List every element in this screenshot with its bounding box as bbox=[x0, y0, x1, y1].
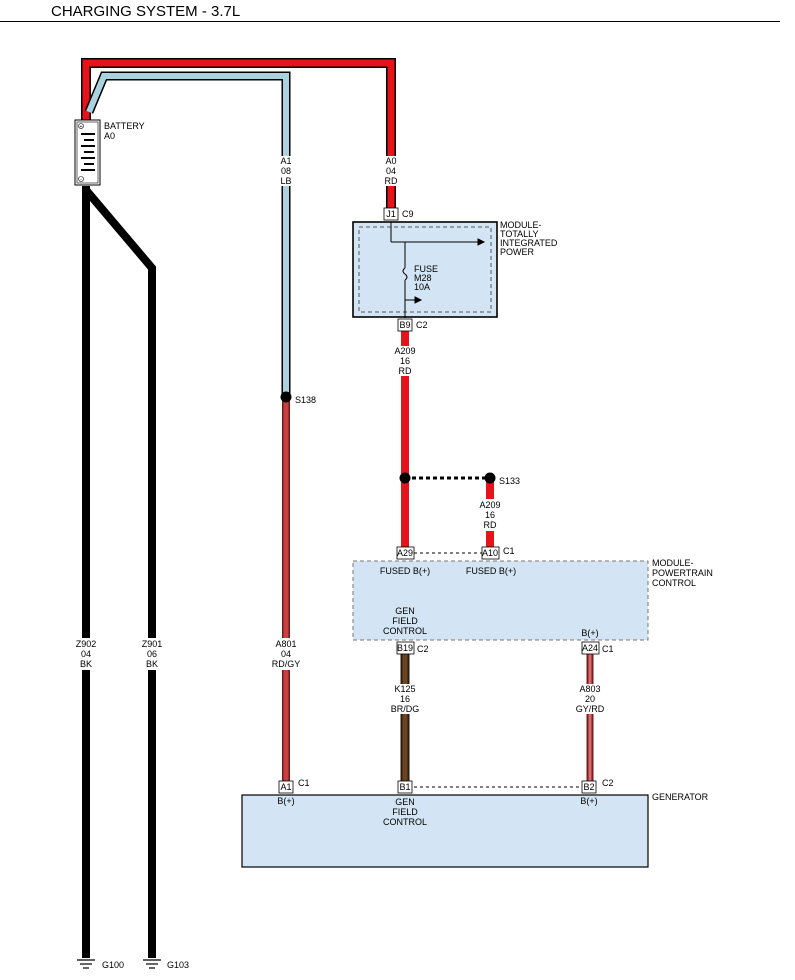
wire-a803-label-2: 20 bbox=[585, 694, 595, 704]
tipm-name-line-4: POWER bbox=[500, 247, 535, 257]
generator-gen-field-line-2: FIELD bbox=[392, 807, 418, 817]
battery-label: BATTERY bbox=[104, 121, 145, 131]
wire-a209-top-label-1: A209 bbox=[394, 346, 415, 356]
pcm-pin-a29: A29 bbox=[397, 548, 413, 558]
pcm-module[interactable] bbox=[352, 560, 649, 641]
generator-module[interactable] bbox=[241, 794, 649, 868]
wire-z902-label-1: Z902 bbox=[76, 639, 97, 649]
splice-s133-main-dot[interactable] bbox=[399, 472, 411, 484]
wire-k125-label-2: 16 bbox=[400, 694, 410, 704]
pcm-name-line-2: POWERTRAIN bbox=[652, 568, 713, 578]
wire-a209-s133-label-3: RD bbox=[484, 520, 497, 530]
generator-connector-c1: C1 bbox=[298, 778, 310, 788]
wire-a803-label-3: GY/RD bbox=[576, 704, 605, 714]
tipm-internal-circuit bbox=[390, 222, 486, 318]
wire-a209-top-label-3: RD bbox=[399, 366, 412, 376]
wire-z901-label-3: BK bbox=[146, 659, 158, 669]
wire-k125-label-3: BR/DG bbox=[391, 704, 420, 714]
wire-a1-label-2: 08 bbox=[281, 166, 291, 176]
pcm-gen-field-line-1: GEN bbox=[395, 606, 415, 616]
splice-s138-label: S138 bbox=[295, 395, 316, 405]
wire-a0[interactable] bbox=[81, 58, 396, 210]
generator-name: GENERATOR bbox=[652, 792, 709, 802]
wire-z902-label-2: 04 bbox=[81, 649, 91, 659]
generator-gen-field-line-1: GEN bbox=[395, 797, 415, 807]
pcm-name-line-1: MODULE- bbox=[652, 558, 694, 568]
tipm-name-line-3: INTEGRATED bbox=[500, 238, 558, 248]
generator-pin-b2: B2 bbox=[583, 782, 594, 792]
generator-bplus-b2: B(+) bbox=[580, 796, 597, 806]
splice-s133-label: S133 bbox=[499, 476, 520, 486]
battery-plus-sign: + bbox=[80, 124, 83, 130]
battery-minus-sign: - bbox=[80, 177, 82, 183]
pcm-gen-field-line-2: FIELD bbox=[392, 616, 418, 626]
wire-z901[interactable] bbox=[82, 187, 156, 958]
generator-gen-field-line-3: CONTROL bbox=[383, 817, 427, 827]
fuse-label-line-2: M28 bbox=[414, 273, 432, 283]
pcm-pin-b19: B19 bbox=[397, 643, 413, 653]
pcm-fused-bplus-a10: FUSED B(+) bbox=[466, 566, 516, 576]
pcm-connector-c2: C2 bbox=[417, 644, 429, 654]
tipm-module[interactable] bbox=[352, 221, 498, 318]
connector-pins bbox=[278, 207, 600, 794]
wire-label-backgrounds bbox=[74, 156, 608, 714]
tipm-connector-c9: C9 bbox=[402, 209, 414, 219]
pcm-bplus-label: B(+) bbox=[581, 628, 598, 638]
wire-a209-top-label-2: 16 bbox=[400, 356, 410, 366]
ground-g103-symbol bbox=[143, 959, 161, 969]
wire-z901-label-2: 06 bbox=[147, 649, 157, 659]
wire-k125-label-1: K125 bbox=[394, 684, 415, 694]
pcm-pin-a10: A10 bbox=[482, 548, 498, 558]
ground-g100-symbol bbox=[77, 959, 95, 969]
wire-a801-label-1: A801 bbox=[275, 639, 296, 649]
generator-connector-c2: C2 bbox=[602, 778, 614, 788]
fuse-label-line-3: 10A bbox=[414, 282, 430, 292]
pcm-connector-c1-top: C1 bbox=[503, 546, 515, 556]
wire-a801-label-2: 04 bbox=[281, 649, 291, 659]
title-rule bbox=[0, 21, 780, 22]
ground-g100-label: G100 bbox=[102, 960, 124, 970]
tipm-name-line-1: MODULE- bbox=[500, 220, 542, 230]
generator-pin-a1: A1 bbox=[280, 782, 291, 792]
wire-a803-label-1: A803 bbox=[579, 684, 600, 694]
ground-g103-label: G103 bbox=[167, 960, 189, 970]
battery-symbol[interactable] bbox=[74, 119, 101, 186]
battery-id: A0 bbox=[104, 131, 115, 141]
wire-a801-label-3: RD/GY bbox=[272, 659, 301, 669]
tipm-connector-c2: C2 bbox=[416, 320, 428, 330]
wire-a1-label-1: A1 bbox=[280, 156, 291, 166]
wire-a1[interactable] bbox=[84, 71, 291, 396]
wire-a0-label-3: RD bbox=[385, 176, 398, 186]
pcm-connector-c1-bottom: C1 bbox=[602, 644, 614, 654]
tipm-pin-j1: J1 bbox=[386, 209, 396, 219]
wire-z902-label-3: BK bbox=[80, 659, 92, 669]
splice-s138-dot[interactable] bbox=[280, 391, 292, 403]
pcm-pin-a24: A24 bbox=[582, 643, 598, 653]
splice-s133-dot[interactable] bbox=[484, 472, 496, 484]
fuse-label-line-1: FUSE bbox=[414, 264, 438, 274]
wire-a209-s133-label-2: 16 bbox=[485, 510, 495, 520]
wire-a1-label-3: LB bbox=[280, 176, 291, 186]
wire-a0-label-2: 04 bbox=[386, 166, 396, 176]
diagram-title: CHARGING SYSTEM - 3.7L bbox=[51, 3, 241, 20]
pcm-fused-bplus-a29: FUSED B(+) bbox=[380, 566, 430, 576]
generator-bplus-a1: B(+) bbox=[277, 796, 294, 806]
tipm-name-line-2: TOTALLY bbox=[500, 229, 539, 239]
tipm-pin-b9: B9 bbox=[399, 320, 410, 330]
wire-z901-label-1: Z901 bbox=[142, 639, 163, 649]
wire-a0-label-1: A0 bbox=[385, 156, 396, 166]
generator-pin-b1: B1 bbox=[399, 782, 410, 792]
pcm-name-line-3: CONTROL bbox=[652, 578, 696, 588]
pcm-gen-field-line-3: CONTROL bbox=[383, 626, 427, 636]
wire-a209-s133-label-1: A209 bbox=[479, 500, 500, 510]
